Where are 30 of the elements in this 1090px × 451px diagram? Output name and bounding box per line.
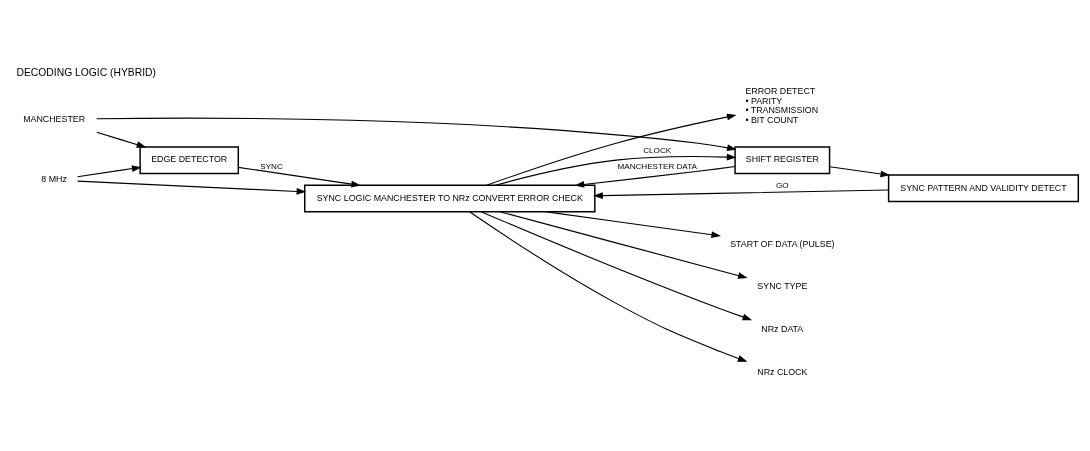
arrow: [481, 211, 753, 321]
node-text: START OF DATA (PULSE): [730, 238, 835, 249]
node-box: SHIFT REGISTER: [734, 146, 831, 175]
diagram-title: DECODING LOGIC (HYBRID): [16, 67, 156, 79]
arrow: [96, 117, 737, 152]
node-text: NRz DATA: [761, 324, 804, 335]
arrow: [96, 131, 147, 148]
arrow: [546, 211, 722, 238]
edge-label: MANCHESTER DATA: [617, 161, 697, 171]
edge-label: GO: [776, 181, 789, 191]
arrow: [494, 153, 737, 186]
arrow: [486, 113, 737, 186]
node-box: EDGE DETECTOR: [139, 146, 240, 175]
node-text: SYNC TYPE: [757, 281, 808, 292]
node-text: 8 MHz: [41, 174, 67, 185]
arrow: [237, 166, 361, 188]
arrow: [76, 180, 307, 195]
edge-label: SYNC: [260, 161, 283, 171]
node-box: SYNC LOGIC MANCHESTER TO NRz CONVERT ERROR CHECK: [304, 184, 596, 213]
arrow: [829, 166, 891, 178]
edge-label: CLOCK: [643, 146, 672, 156]
node-text: ERROR DETECT • PARITY • TRANSMISSION • BIT COUNT: [745, 86, 819, 125]
arrow: [593, 189, 889, 199]
arrow: [469, 211, 748, 362]
node-box: SYNC PATTERN AND VALIDITY DETECT: [887, 174, 1080, 203]
arrow: [76, 165, 142, 178]
node-text: NRz CLOCK: [757, 367, 808, 378]
node-text: MANCHESTER: [23, 113, 86, 124]
arrow: [574, 166, 736, 188]
arrow: [499, 211, 748, 279]
